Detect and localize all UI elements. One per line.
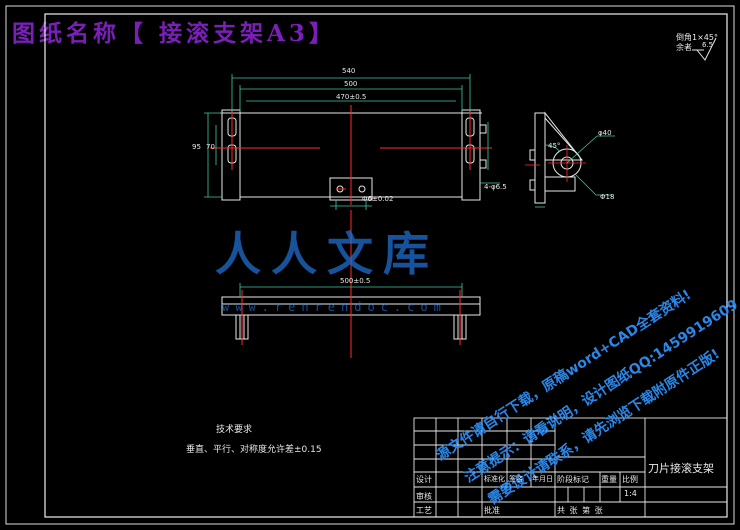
watermark-cn: 人人文库 bbox=[215, 227, 439, 281]
front-view bbox=[220, 109, 487, 201]
label-signature: 签名 bbox=[509, 475, 523, 483]
label-date: 年月日 bbox=[532, 475, 553, 483]
dimensions-side bbox=[535, 135, 615, 208]
dimensions-front bbox=[204, 74, 500, 210]
dim-span: 470±0.5 bbox=[336, 93, 367, 101]
dimensions-top bbox=[239, 283, 463, 297]
rest-note: 余者 bbox=[676, 43, 692, 52]
dim-inner-width: 500 bbox=[344, 80, 358, 88]
centerlines-top bbox=[241, 210, 461, 358]
centerlines-side bbox=[525, 145, 586, 182]
part-name: 刀片接滚支架 bbox=[648, 462, 714, 475]
title-block bbox=[413, 417, 728, 518]
side-view bbox=[529, 111, 584, 204]
dim-overall-width: 540 bbox=[342, 67, 356, 75]
drawing-title: 图纸名称【 接滚支架A3】 bbox=[12, 20, 336, 47]
dim-angle2: Φ18 bbox=[600, 193, 615, 201]
dim-bore: Φ6±0.02 bbox=[362, 195, 394, 203]
watermark-url: www.renrendoc.com bbox=[222, 300, 447, 314]
inner-frame bbox=[44, 13, 728, 518]
label-approve: 批准 bbox=[484, 506, 500, 515]
roughness-value: 6.5 bbox=[702, 41, 714, 49]
label-scale: 比例 bbox=[622, 475, 638, 484]
label-sheets: 共 张 第 张 bbox=[557, 506, 604, 515]
tech-line-1: 垂直、平行、对称度允许差±0.15 bbox=[186, 445, 322, 455]
scale-value: 1:4 bbox=[624, 489, 637, 498]
dim-angle: 45° bbox=[548, 142, 561, 150]
tech-heading: 技术要求 bbox=[216, 425, 253, 435]
label-process: 工艺 bbox=[416, 506, 432, 515]
centerlines-front bbox=[210, 105, 492, 205]
dim-base: 500±0.5 bbox=[340, 277, 371, 285]
dim-pivot: φ40 bbox=[598, 129, 612, 137]
dim-height-left: 95 bbox=[192, 143, 201, 151]
outer-frame bbox=[5, 5, 735, 525]
chamfer-note: 倒角1×45° bbox=[676, 33, 718, 42]
label-review: 审核 bbox=[416, 492, 432, 501]
dim-hole: 4-φ6.5 bbox=[484, 183, 507, 191]
roughness-symbol bbox=[692, 37, 717, 61]
label-stage-mark: 阶段标记 bbox=[557, 475, 589, 484]
label-design: 设计 bbox=[416, 475, 432, 484]
label-weight: 重量 bbox=[601, 475, 617, 484]
label-std-check: 标准化 bbox=[484, 475, 505, 483]
dim-height-inner: 70 bbox=[206, 143, 215, 151]
